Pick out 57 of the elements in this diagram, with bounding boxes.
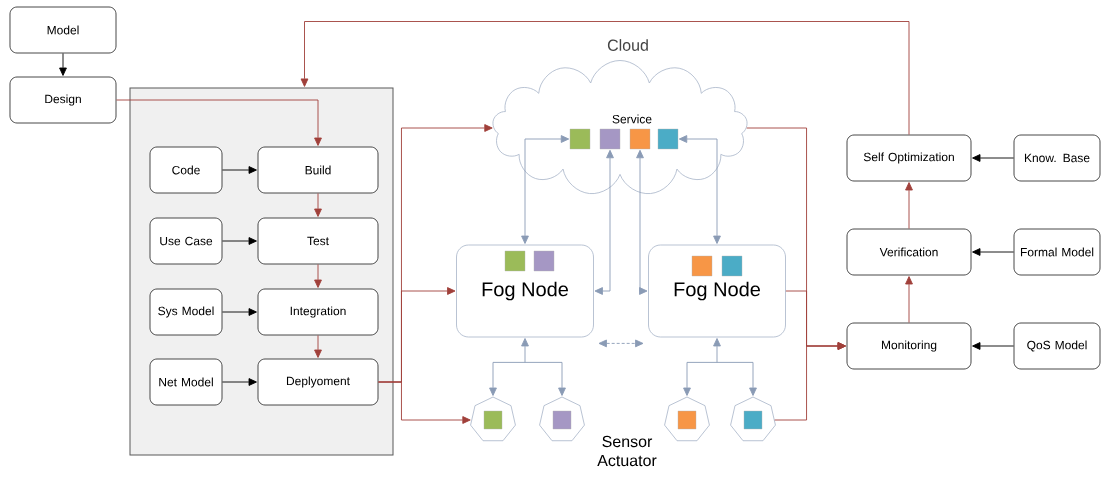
service-square [657,128,679,150]
sensor-symbol [664,396,710,442]
connector-arrow [314,193,322,217]
connector-arrow [594,149,614,295]
process-box: Design [9,76,117,124]
connector-arrow [222,166,257,174]
process-box: QoS Model [1013,322,1101,370]
connector-arrow [972,154,1014,162]
process-box: Test [257,217,379,265]
connector-arrow [521,338,529,363]
sensor-symbol [730,396,776,442]
process-box: Verification [846,228,972,276]
sensor-symbol [470,396,516,442]
process-box: Deplyoment [257,358,379,406]
connector-arrow [222,308,257,316]
connector-arrow [905,182,913,229]
process-box: Sys Model [149,288,223,336]
connector-arrow [713,338,721,363]
connector-arrow [300,21,910,135]
connector-arrow [524,361,566,396]
connector-arrow [489,361,526,396]
connector-arrow [905,276,913,323]
connector-arrow [972,248,1014,256]
connector-arrow [59,53,67,76]
process-box: Integration [257,288,379,336]
cloud-title: Cloud [607,39,648,51]
process-box: Model [9,6,117,54]
connector-arrow [683,361,718,396]
process-box: Know. Base [1013,134,1101,182]
service-square [599,128,621,150]
fog-node-box: Fog Node [648,244,786,338]
connector-arrow [972,342,1014,350]
process-box: Net Model [149,358,223,406]
connector-arrow [116,99,322,146]
connector-arrow [774,342,846,421]
process-box: Formal Model [1013,228,1101,276]
connector-arrow [222,378,257,386]
sensor-symbol [539,396,585,442]
service-label: Service [612,114,652,124]
fog-node-box: Fog Node [456,244,594,338]
connector-arrow [314,335,322,358]
connector-arrow [378,381,471,424]
connector-arrow [636,149,648,295]
service-square [629,128,651,150]
sensor-label: Sensor Actuator [597,435,657,467]
connector-arrow [314,264,322,288]
connector-arrow [598,339,644,348]
service-square [569,128,591,150]
connector-arrow [521,135,570,244]
process-box: Code [149,146,223,194]
connector-arrow [222,237,257,245]
connector-arrow [716,361,757,396]
process-box: Self Optimization [846,134,972,182]
connector-arrow [678,135,721,244]
process-box: Monitoring [846,322,972,370]
process-box: Use Case [149,217,223,265]
process-box: Build [257,146,379,194]
